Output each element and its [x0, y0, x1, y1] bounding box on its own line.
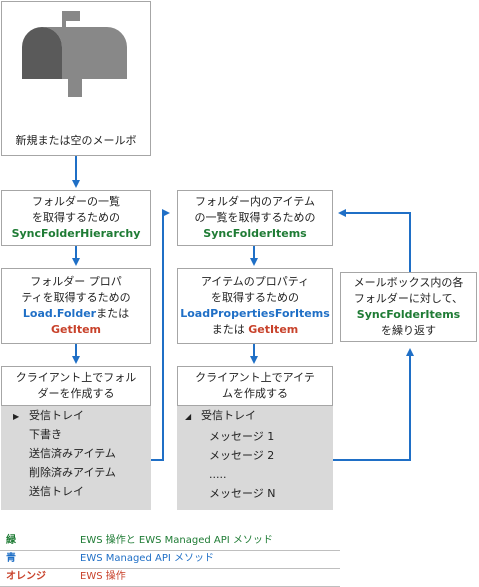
- message-item: .....: [209, 468, 227, 481]
- get-item-method: GetItem: [248, 323, 299, 336]
- get-item-method: GetItem: [50, 323, 102, 336]
- legend-row-blue: 青 EWS Managed API メソッド: [0, 550, 340, 569]
- right-step2-connector: または: [211, 323, 245, 336]
- right-step1-box: フォルダー内のアイテム の一覧を取得するための SyncFolderItems: [177, 190, 333, 246]
- arrow-left-tree-to-right1: [151, 209, 170, 461]
- sync-folder-items-method: SyncFolderItems: [356, 308, 461, 321]
- legend-key: 緑: [6, 535, 16, 546]
- repeat-line2: フォルダーに対して、: [353, 292, 464, 305]
- left-step2-line2: ティを取得するための: [21, 291, 131, 304]
- legend-value: EWS 操作と EWS Managed API メソッド: [80, 535, 273, 546]
- load-folder-method: Load.Folder: [22, 307, 97, 320]
- folder-item: 下書き: [29, 428, 62, 441]
- left-step3-box: クライアント上でフォル ダーを作成する: [1, 366, 151, 406]
- repeat-line3: を繰り返す: [380, 324, 436, 337]
- arrow-right-tree-to-repeat: [333, 348, 414, 461]
- legend-key: 青: [6, 553, 16, 564]
- legend-value: EWS 操作: [80, 571, 126, 582]
- right-step2-box: アイテムのプロパティ を取得するための LoadPropertiesForIte…: [177, 268, 333, 344]
- sync-folder-hierarchy-method: SyncFolderHierarchy: [11, 227, 141, 240]
- right-item-tree: ◢ 受信トレイ メッセージ 1 メッセージ 2 ..... メッセージ N: [177, 406, 333, 510]
- mailbox-icon: [22, 11, 127, 97]
- left-step1-line2: を取得するための: [32, 211, 120, 224]
- repeat-box: メールボックス内の各 フォルダーに対して、 SyncFolderItems を繰…: [340, 272, 477, 342]
- left-step1-line1: フォルダーの一覧: [32, 195, 120, 208]
- right-step3-box: クライアント上でアイテ ムを作成する: [177, 366, 333, 406]
- left-step2-box: フォルダー プロパ ティを取得するための Load.Folderまたは GetI…: [1, 268, 151, 344]
- tree-root-folder: 受信トレイ: [201, 409, 256, 422]
- right-step1-line2: の一覧を取得するための: [194, 211, 316, 224]
- right-step3-line2: ムを作成する: [221, 387, 288, 400]
- folder-item: 送信トレイ: [29, 485, 84, 498]
- right-step2-line2: を取得するための: [210, 291, 299, 304]
- right-step2-line1: アイテムのプロパティ: [200, 275, 310, 288]
- message-item: メッセージ 2: [209, 449, 275, 462]
- folder-item: 削除済みアイテム: [29, 466, 116, 479]
- legend-row-green: 緑 EWS 操作と EWS Managed API メソッド: [0, 532, 340, 551]
- repeat-line1: メールボックス内の各: [353, 276, 464, 289]
- start-label: 新規または空のメールボ: [15, 134, 137, 147]
- left-step3-line2: ダーを作成する: [37, 387, 115, 400]
- left-folder-tree: ▶ 受信トレイ 下書き 送信済みアイテム 削除済みアイテム 送信トレイ: [1, 406, 151, 510]
- legend-key: オレンジ: [6, 571, 46, 582]
- load-properties-for-items-method: LoadPropertiesForItems: [180, 307, 330, 320]
- start-box: 新規または空のメールボ: [1, 1, 151, 156]
- message-item: メッセージ N: [209, 487, 276, 500]
- expand-arrow-icon: ▶: [13, 412, 20, 421]
- legend-value: EWS Managed API メソッド: [80, 553, 214, 564]
- left-step1-box: フォルダーの一覧 を取得するための SyncFolderHierarchy: [1, 190, 151, 246]
- message-item: メッセージ 1: [209, 430, 275, 443]
- arrow-repeat-to-right1: [338, 209, 411, 272]
- left-step2-line1: フォルダー プロパ: [30, 275, 122, 288]
- collapse-arrow-icon: ◢: [185, 412, 192, 421]
- legend-row-orange: オレンジ EWS 操作: [0, 568, 340, 587]
- sync-folder-items-method: SyncFolderItems: [203, 227, 307, 240]
- left-step2-connector: または: [96, 307, 130, 320]
- left-step3-line1: クライアント上でフォル: [15, 371, 137, 384]
- folder-item: 送信済みアイテム: [29, 447, 116, 460]
- folder-item: 受信トレイ: [29, 409, 84, 422]
- right-step1-line1: フォルダー内のアイテム: [195, 195, 315, 208]
- right-step3-line1: クライアント上でアイテ: [195, 371, 315, 384]
